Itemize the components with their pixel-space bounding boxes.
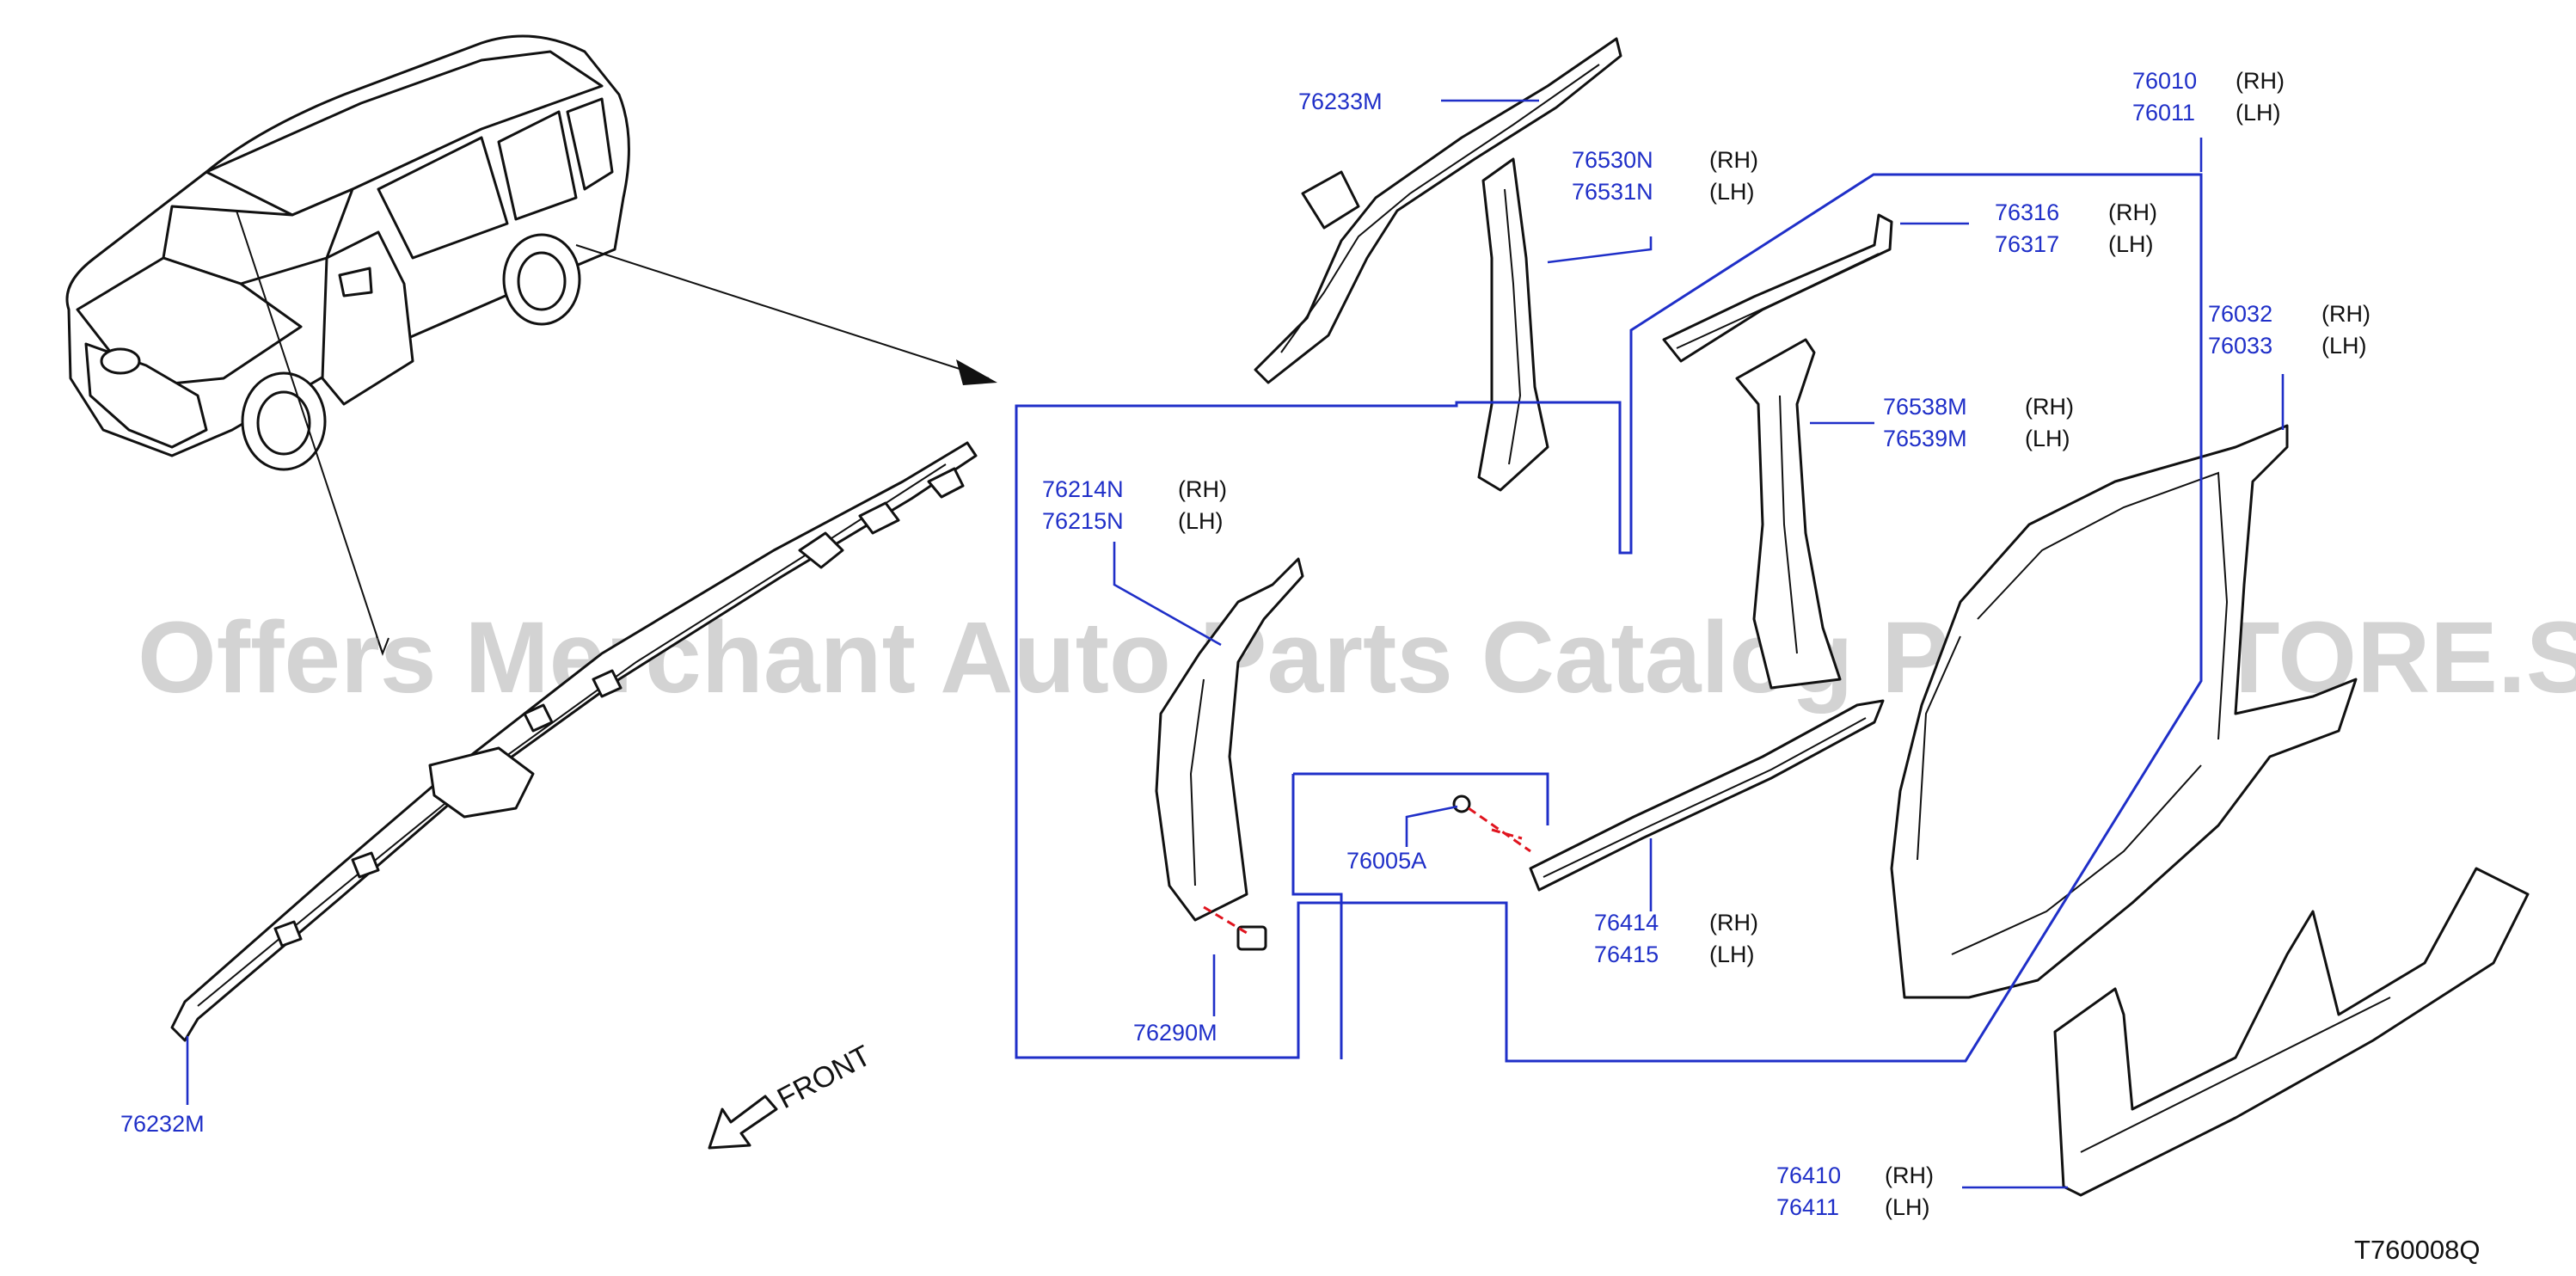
part-76233m <box>1254 37 1622 384</box>
side-label: (LH) <box>1885 1194 1930 1220</box>
side-label: (RH) <box>2025 394 2074 420</box>
part-76538m <box>1735 338 1842 690</box>
side-label: (RH) <box>1178 476 1227 502</box>
part-number[interactable]: 76010 <box>2132 68 2197 94</box>
part-number[interactable]: 76530N <box>1572 147 1653 173</box>
side-label: (RH) <box>2236 68 2285 94</box>
part-number[interactable]: 76410 <box>1776 1163 1841 1188</box>
fastener-76005a <box>1452 794 1531 853</box>
part-number[interactable]: 76414 <box>1594 910 1659 936</box>
part-number[interactable]: 76215N <box>1042 508 1124 534</box>
side-label: (LH) <box>2321 333 2367 359</box>
part-number[interactable]: 76011 <box>2132 100 2195 126</box>
part-number[interactable]: 76233M <box>1298 89 1383 114</box>
part-76414 <box>1529 699 1885 892</box>
part-76316 <box>1662 213 1893 363</box>
front-label: FRONT <box>772 1040 876 1116</box>
part-number[interactable]: 76316 <box>1995 199 2059 225</box>
part-76032 <box>1890 424 2358 999</box>
callout-labels: 76233M 76530N (RH) 76531N (LH) 76010 (RH… <box>120 68 2371 1220</box>
side-label: (LH) <box>1709 179 1755 205</box>
side-label: (LH) <box>2108 231 2154 257</box>
group-frame-outer <box>1015 173 2203 1063</box>
side-label: (RH) <box>1709 147 1758 173</box>
part-number[interactable]: 76032 <box>2208 301 2272 327</box>
part-number[interactable]: 76317 <box>1995 231 2059 257</box>
part-number[interactable]: 76411 <box>1776 1194 1839 1220</box>
side-label: (LH) <box>2236 100 2281 126</box>
vehicle-overview <box>65 34 997 656</box>
part-76530n <box>1477 157 1549 492</box>
part-number[interactable]: 76539M <box>1883 426 1967 451</box>
side-label: (LH) <box>1178 508 1224 534</box>
group-frame-inner <box>1291 772 1549 1059</box>
side-label: (RH) <box>1709 910 1758 936</box>
part-76410 <box>2053 867 2530 1197</box>
side-label: (RH) <box>1885 1163 1934 1188</box>
leader-lines <box>186 99 2285 1189</box>
part-number[interactable]: 76415 <box>1594 942 1659 967</box>
front-indicator: FRONT <box>708 1040 876 1150</box>
part-number[interactable]: 76531N <box>1572 179 1653 205</box>
part-76232m <box>170 441 978 1042</box>
side-label: (LH) <box>1709 942 1755 967</box>
part-number[interactable]: 76033 <box>2208 333 2272 359</box>
part-number[interactable]: 76214N <box>1042 476 1124 502</box>
side-label: (RH) <box>2321 301 2371 327</box>
side-label: (RH) <box>2108 199 2157 225</box>
part-number[interactable]: 76290M <box>1133 1020 1217 1046</box>
part-number[interactable]: 76232M <box>120 1111 205 1137</box>
part-number[interactable]: 76538M <box>1883 394 1967 420</box>
diagram-code: T760008Q <box>2354 1235 2481 1265</box>
part-number[interactable]: 76005A <box>1346 848 1426 874</box>
side-label: (LH) <box>2025 426 2070 451</box>
